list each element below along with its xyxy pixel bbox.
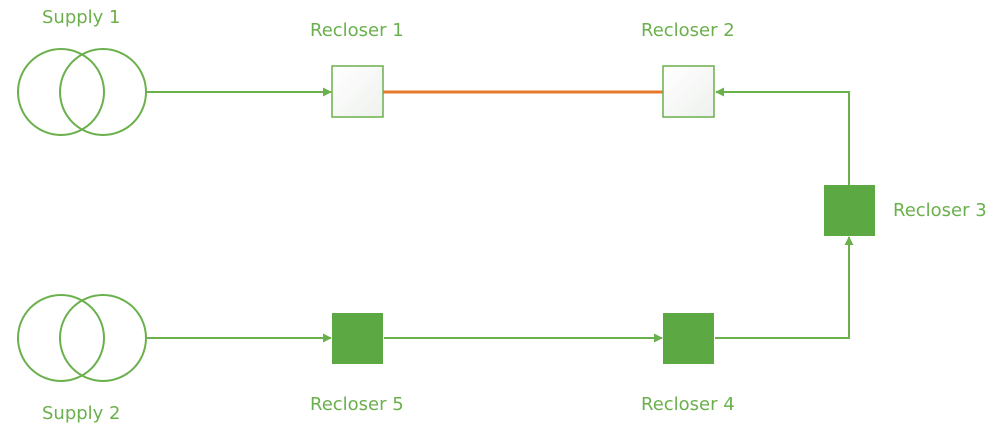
- recloser-2-switch: [662, 65, 715, 118]
- supply-2-label: Supply 2: [42, 403, 121, 424]
- recloser-5-label: Recloser 5: [310, 394, 404, 415]
- recloser-3-label: Recloser 3: [893, 200, 987, 221]
- recloser-4-switch: [663, 313, 714, 364]
- recloser-1-label: Recloser 1: [310, 20, 404, 41]
- connection-recloser-4-to-recloser-3: [715, 236, 854, 339]
- recloser-3-switch: [824, 185, 875, 236]
- recloser-5-switch: [332, 313, 383, 364]
- connection-recloser-3-to-recloser-2: [715, 87, 850, 185]
- recloser-2-label: Recloser 2: [641, 20, 735, 41]
- supply-1-label: Supply 1: [42, 7, 121, 28]
- recloser-4-label: Recloser 4: [641, 394, 735, 415]
- supply-2-transformer-icon: [17, 294, 147, 382]
- supply-1-transformer-icon: [17, 48, 147, 136]
- recloser-1-switch: [331, 65, 384, 118]
